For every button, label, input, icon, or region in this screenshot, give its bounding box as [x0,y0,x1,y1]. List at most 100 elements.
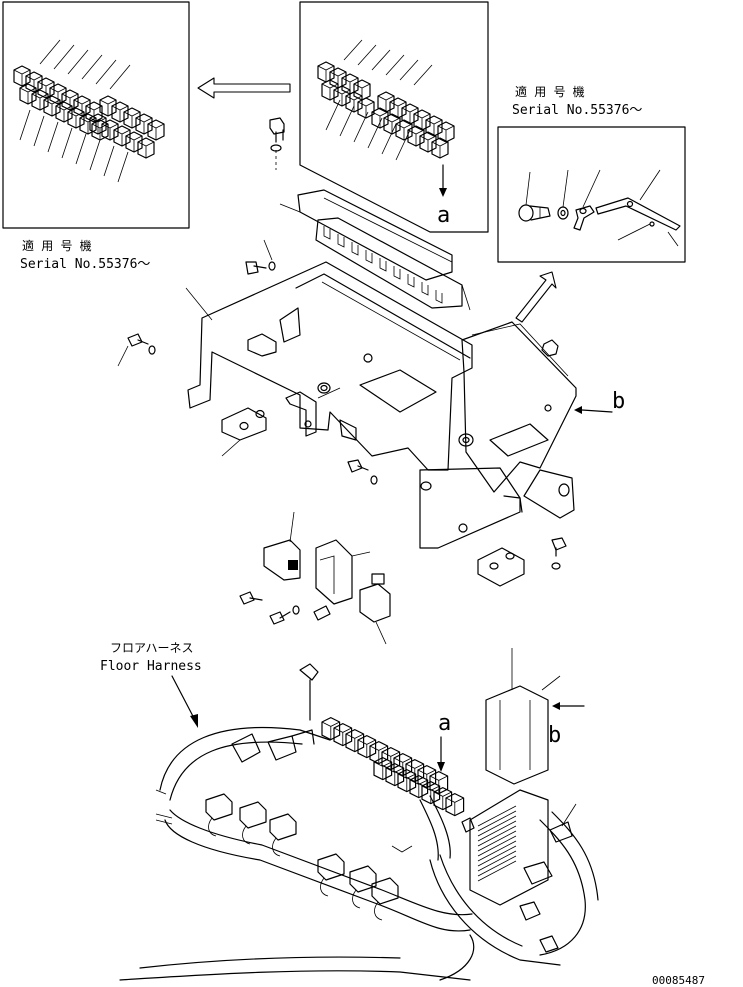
relay [31,89,49,111]
transfer-arrow [197,77,291,99]
relay-unit-left [263,511,301,581]
relay [445,793,465,817]
relay [371,107,389,129]
relay [61,89,79,111]
relay [357,735,377,759]
washer-detail [557,169,569,220]
relay [353,79,371,101]
connector [349,865,377,893]
relay [317,61,335,83]
relay [55,101,73,123]
relay [37,77,55,99]
relay [329,67,347,89]
relay [357,97,375,119]
connector [239,801,267,829]
serial-label-en-right: Serial No.55376～ [512,103,642,118]
relay [421,781,441,805]
callout-a-lower: a [438,711,451,736]
inset-arrow-right [515,271,557,323]
connector [205,793,233,821]
relay [409,775,429,799]
bolts-lower [239,591,331,625]
relay [125,131,143,153]
connector [317,853,345,881]
relay [99,95,117,117]
callout-b-lower: b [548,723,561,748]
bolt-upper-left [245,239,276,275]
plate-detail [595,169,681,247]
floor-harness [119,648,599,981]
relay [417,765,437,789]
bolt-right [551,537,567,570]
relay-inset-box-center: a [299,1,489,233]
relay-inset-box-left [2,1,190,229]
relay [43,95,61,117]
connector-block-center [315,539,371,605]
relay-small-right [359,583,391,645]
relay [419,131,437,153]
detail-inset-box-right [497,126,686,263]
relay [13,65,31,87]
relay [111,101,129,123]
relay [73,95,91,117]
relay [25,71,43,93]
relay [385,763,405,787]
relay [405,759,425,783]
callout-b-upper: b [612,389,625,414]
relay [437,121,455,143]
floor-harness-leader [171,675,197,723]
bolt-detail [518,171,551,222]
relay [431,137,449,159]
relay [321,717,341,741]
relay [19,83,37,105]
relay [401,103,419,125]
relay [101,119,119,141]
main-bracket-assembly [185,189,577,587]
drawing-number: 00085487 [652,974,705,987]
relay [79,113,97,135]
relay [91,119,109,141]
relay [85,101,103,123]
relay [369,741,389,765]
relay [135,113,153,135]
relay [397,769,417,793]
relay [49,83,67,105]
fuse-box-cover [485,648,561,785]
bolt-middle [347,459,378,485]
bolt-left [117,333,156,367]
fuse-box [469,789,549,906]
relay [113,125,131,147]
relay [377,91,395,113]
serial-label-jp-left: 適 用 号 機 [22,238,92,253]
relay [383,113,401,135]
connector [269,813,297,841]
relay [429,771,449,795]
relay [137,137,155,159]
floor-harness-label-jp: フロアハーネス [110,641,194,655]
relay [89,113,107,135]
relay [393,753,413,777]
relay [395,119,413,141]
callout-a-top: a [437,203,450,228]
relay [123,107,141,129]
relay [381,747,401,771]
relay [341,73,359,95]
relay [345,729,365,753]
relay [425,115,443,137]
relay [67,107,85,129]
floor-harness-label-en: Floor Harness [100,659,202,674]
relay [407,125,425,147]
relay [373,757,393,781]
clamp-detail [573,169,601,231]
relay [413,109,431,131]
relay [147,119,165,141]
relay-block-left [13,39,165,183]
relay [389,97,407,119]
bolt-top [269,117,285,170]
relay [333,723,353,747]
serial-label-jp-right: 適 用 号 機 [515,84,585,99]
serial-label-en-left: Serial No.55376～ [20,257,150,272]
connector [371,877,399,905]
relay [433,787,453,811]
